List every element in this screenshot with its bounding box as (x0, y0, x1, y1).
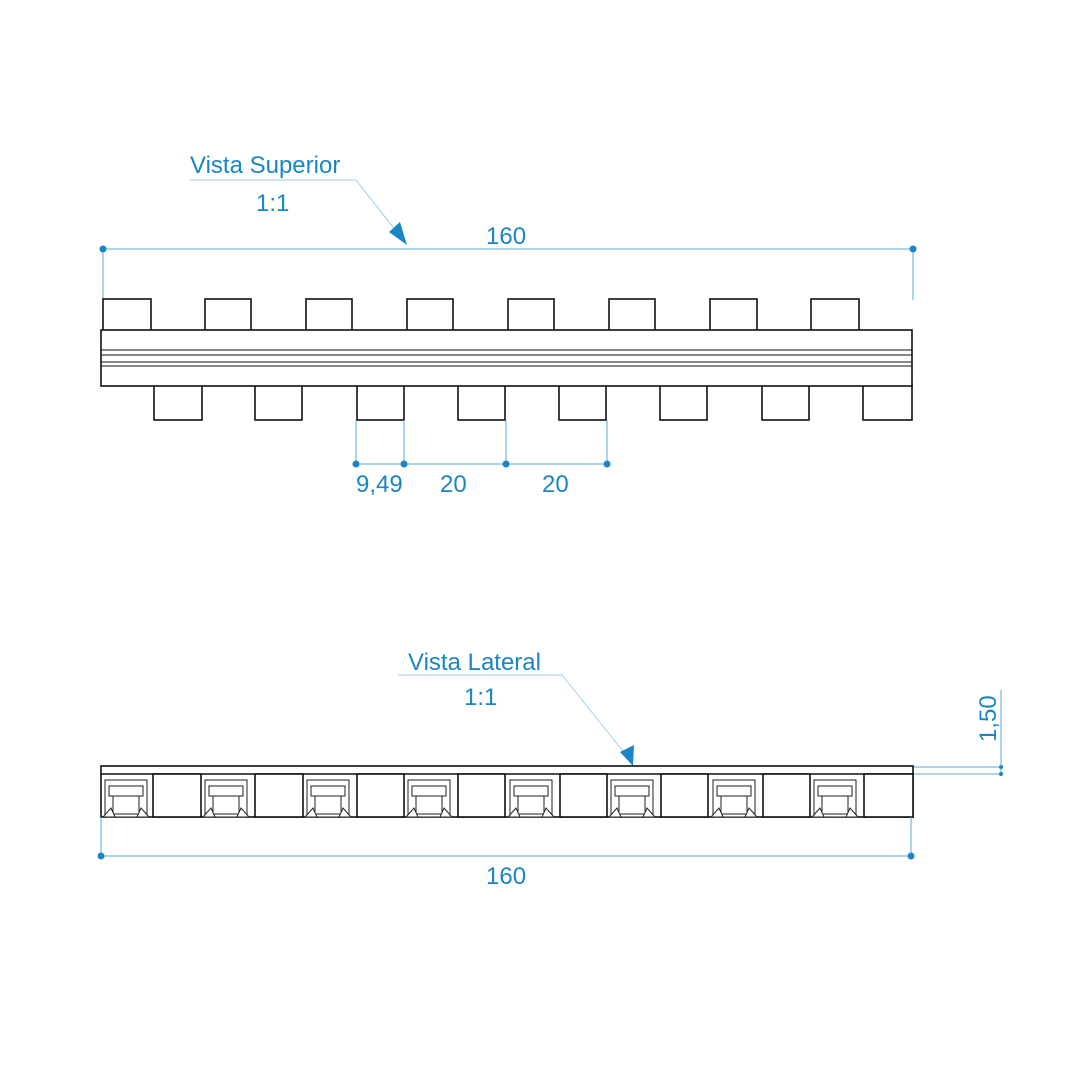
thickness-label: 1,50 (975, 695, 1002, 742)
side-block (660, 773, 709, 818)
clip-detail (506, 779, 556, 818)
clip-detail (101, 779, 151, 818)
top-view-lower-teeth (153, 383, 913, 421)
side-view-overall-dot-right (907, 852, 915, 860)
side-block (863, 773, 914, 818)
side-block (254, 773, 304, 818)
lower-tooth (356, 383, 405, 421)
upper-tooth (608, 298, 656, 334)
side-block (356, 773, 405, 818)
side-view-scale: 1:1 (464, 684, 497, 711)
lower-tooth (254, 383, 303, 421)
side-view-clips (101, 779, 860, 818)
top-view-overall-width-label: 160 (486, 223, 526, 250)
lower-tooth (862, 383, 913, 421)
upper-tooth (102, 298, 152, 334)
top-view-overall-dot-right (909, 245, 917, 253)
upper-tooth (507, 298, 555, 334)
pitch-dim-dot (603, 460, 611, 468)
pitch-dim-dot (400, 460, 408, 468)
top-view-scale: 1:1 (256, 190, 289, 217)
top-view-leader-line (355, 179, 401, 237)
side-view-title: Vista Lateral (408, 649, 541, 676)
clip-detail (404, 779, 454, 818)
clip-detail (607, 779, 657, 818)
side-view-overall-width-label: 160 (486, 863, 526, 890)
lower-tooth (558, 383, 607, 421)
lower-tooth (153, 383, 203, 421)
top-view-spine (100, 329, 913, 387)
thickness-dot (999, 772, 1003, 776)
pitch-dim-dot (352, 460, 360, 468)
upper-tooth (406, 298, 454, 334)
clip-detail (303, 779, 353, 818)
tooth-width-label: 9,49 (356, 471, 403, 498)
side-block (559, 773, 608, 818)
top-view: Vista Superior 1:1 160 (99, 152, 917, 498)
side-view-part (100, 765, 914, 818)
pitch-label-1: 20 (440, 471, 467, 498)
side-view-overall-dot-left (97, 852, 105, 860)
top-view-upper-teeth (102, 298, 860, 334)
clip-detail (810, 779, 860, 818)
upper-tooth (810, 298, 860, 334)
clip-detail (709, 779, 759, 818)
side-view-leader-arrow (620, 745, 634, 766)
side-block (457, 773, 506, 818)
upper-tooth (709, 298, 758, 334)
top-view-part (100, 298, 913, 421)
thickness-dot (999, 765, 1003, 769)
side-view-blocks (152, 773, 914, 818)
top-view-leader-arrow (389, 222, 407, 245)
upper-tooth (305, 298, 353, 334)
pitch-label-2: 20 (542, 471, 569, 498)
top-view-overall-dot-left (99, 245, 107, 253)
side-view: Vista Lateral 1:1 1,50 (97, 649, 1003, 890)
lower-tooth (761, 383, 810, 421)
top-view-title: Vista Superior (190, 152, 340, 179)
lower-tooth (457, 383, 506, 421)
side-block (152, 773, 202, 818)
clip-detail (201, 779, 251, 818)
pitch-dim-dot (502, 460, 510, 468)
lower-tooth (659, 383, 708, 421)
side-view-leader-line (561, 674, 627, 756)
upper-tooth (204, 298, 252, 334)
side-block (762, 773, 811, 818)
